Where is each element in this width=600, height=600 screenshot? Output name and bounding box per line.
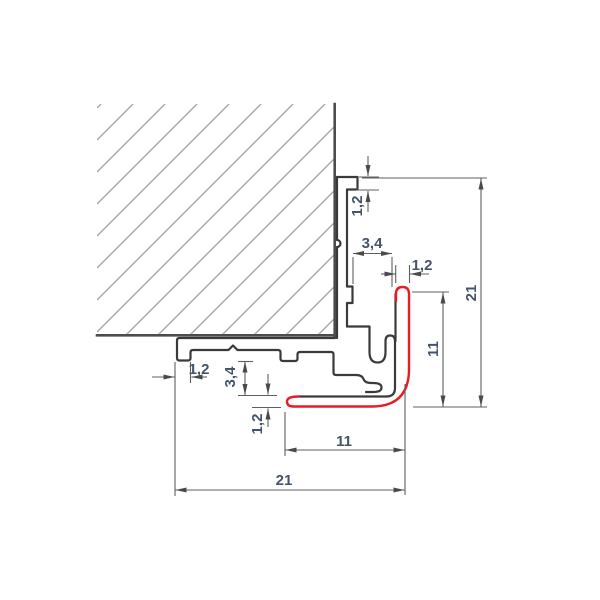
profile-wall-leg (297, 175, 397, 398)
label-top-tab-thickness: 1,2 (349, 196, 366, 217)
label-top-slot-width: 3,4 (362, 235, 384, 252)
hatch-line (188, 189, 335, 336)
hatch-line (97, 104, 102, 109)
hatch-line (156, 157, 335, 336)
profile-bottom-leg (175, 336, 383, 394)
hatch-line (97, 104, 326, 333)
highlight-flange (285, 285, 411, 408)
highlight-flange-path (285, 285, 411, 408)
label-flange-thickness-bottom: 1,2 (249, 414, 266, 435)
label-flange-thickness-top: 1,2 (412, 257, 433, 274)
label-base-tab-thickness: 1,2 (189, 361, 210, 378)
hatch-line (97, 104, 134, 141)
hatch-line (97, 104, 198, 205)
hatch-line (97, 104, 294, 301)
hatch-line (124, 125, 335, 336)
label-flange-height: 11 (425, 341, 442, 357)
label-overall-height: 21 (463, 285, 480, 302)
hatch-line (284, 285, 335, 336)
wall-edges (95, 102, 337, 338)
hatch-line (97, 104, 230, 237)
label-bottom-slot-gap: 3,4 (222, 366, 239, 388)
hatch-line (220, 221, 335, 336)
hatch-line (252, 253, 335, 336)
hatch-line (97, 104, 262, 269)
hatch-line (97, 104, 166, 173)
dimension-labels: 1,2 3,4 1,2 21 11 11 21 1,2 3,4 1,2 (189, 196, 480, 489)
hatch-line (316, 317, 335, 336)
label-overall-width: 21 (276, 472, 293, 489)
wall-hatch-lines (97, 104, 335, 336)
profile-wall-leg-left-face (335, 175, 342, 340)
label-flange-width: 11 (336, 433, 352, 450)
dimension-lines (152, 156, 487, 496)
